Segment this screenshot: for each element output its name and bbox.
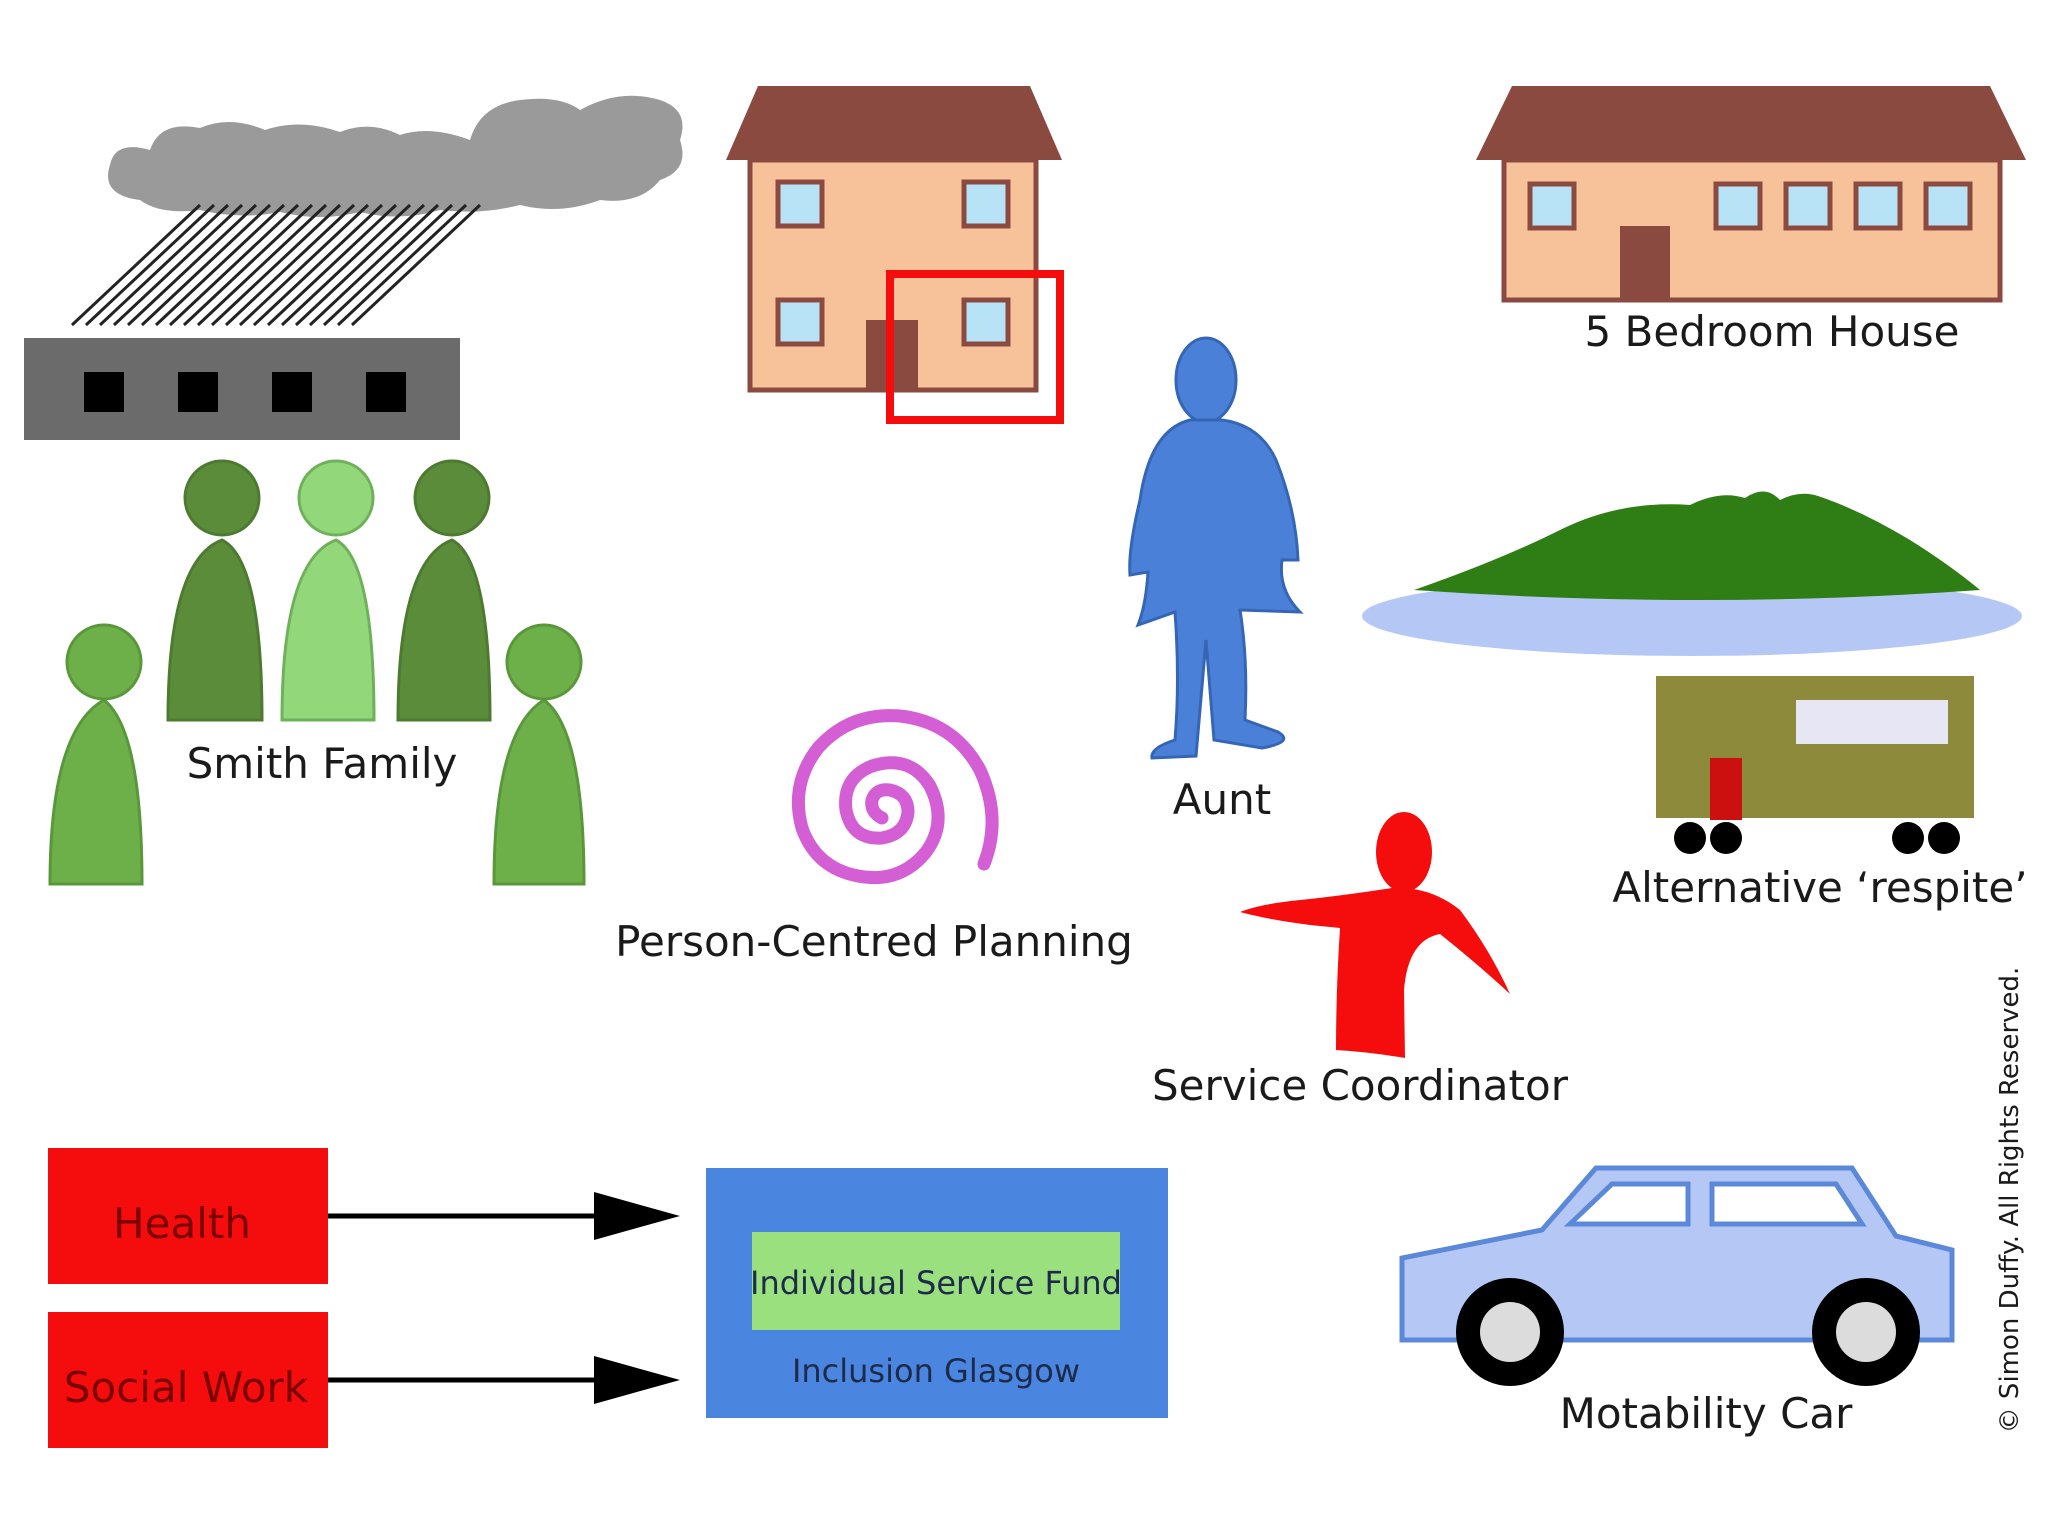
social-work-box: Social Work [48, 1312, 328, 1448]
alternative-respite-label: Alternative ‘respite’ [1612, 863, 2027, 912]
five-bedroom-house-label: 5 Bedroom House [1584, 307, 1959, 356]
individual-service-fund-label: Individual Service Fund [750, 1264, 1122, 1302]
aunt-icon [1128, 336, 1304, 760]
rain-cloud-icon [108, 95, 683, 217]
copyright-text: © Simon Duffy. All Rights Reserved. [1995, 967, 2025, 1434]
aunt-label: Aunt [1173, 775, 1271, 824]
inclusion-glasgow-label: Inclusion Glasgow [792, 1352, 1080, 1390]
family-member-icon [48, 623, 144, 886]
social-work-label: Social Work [64, 1363, 309, 1412]
spiral-icon [791, 709, 999, 885]
family-member-icon [280, 459, 376, 722]
family-member-icon [396, 459, 492, 722]
family-member-icon [492, 623, 586, 886]
inclusion-glasgow-box: Individual Service Fund Inclusion Glasgo… [706, 1168, 1168, 1418]
five-bedroom-house-icon [1476, 86, 2026, 303]
person-centred-planning-label: Person-Centred Planning [615, 917, 1133, 966]
health-box: Health [48, 1148, 328, 1284]
service-coordinator-label: Service Coordinator [1152, 1061, 1569, 1110]
motability-car-label: Motability Car [1560, 1389, 1854, 1438]
arrow-icon [328, 1192, 680, 1240]
factory-icon [24, 338, 460, 440]
highlight-frame [886, 270, 1064, 424]
service-coordinator-icon [1240, 812, 1510, 1058]
family-member-icon [166, 459, 264, 722]
health-label: Health [113, 1199, 251, 1248]
island-icon [1362, 491, 2022, 656]
smith-family-label: Smith Family [187, 739, 458, 788]
arrow-icon [328, 1356, 680, 1404]
smith-family-icon [48, 459, 586, 886]
rain-icon [70, 203, 482, 327]
car-icon [1399, 1165, 1955, 1386]
caravan-icon [1656, 676, 1974, 854]
